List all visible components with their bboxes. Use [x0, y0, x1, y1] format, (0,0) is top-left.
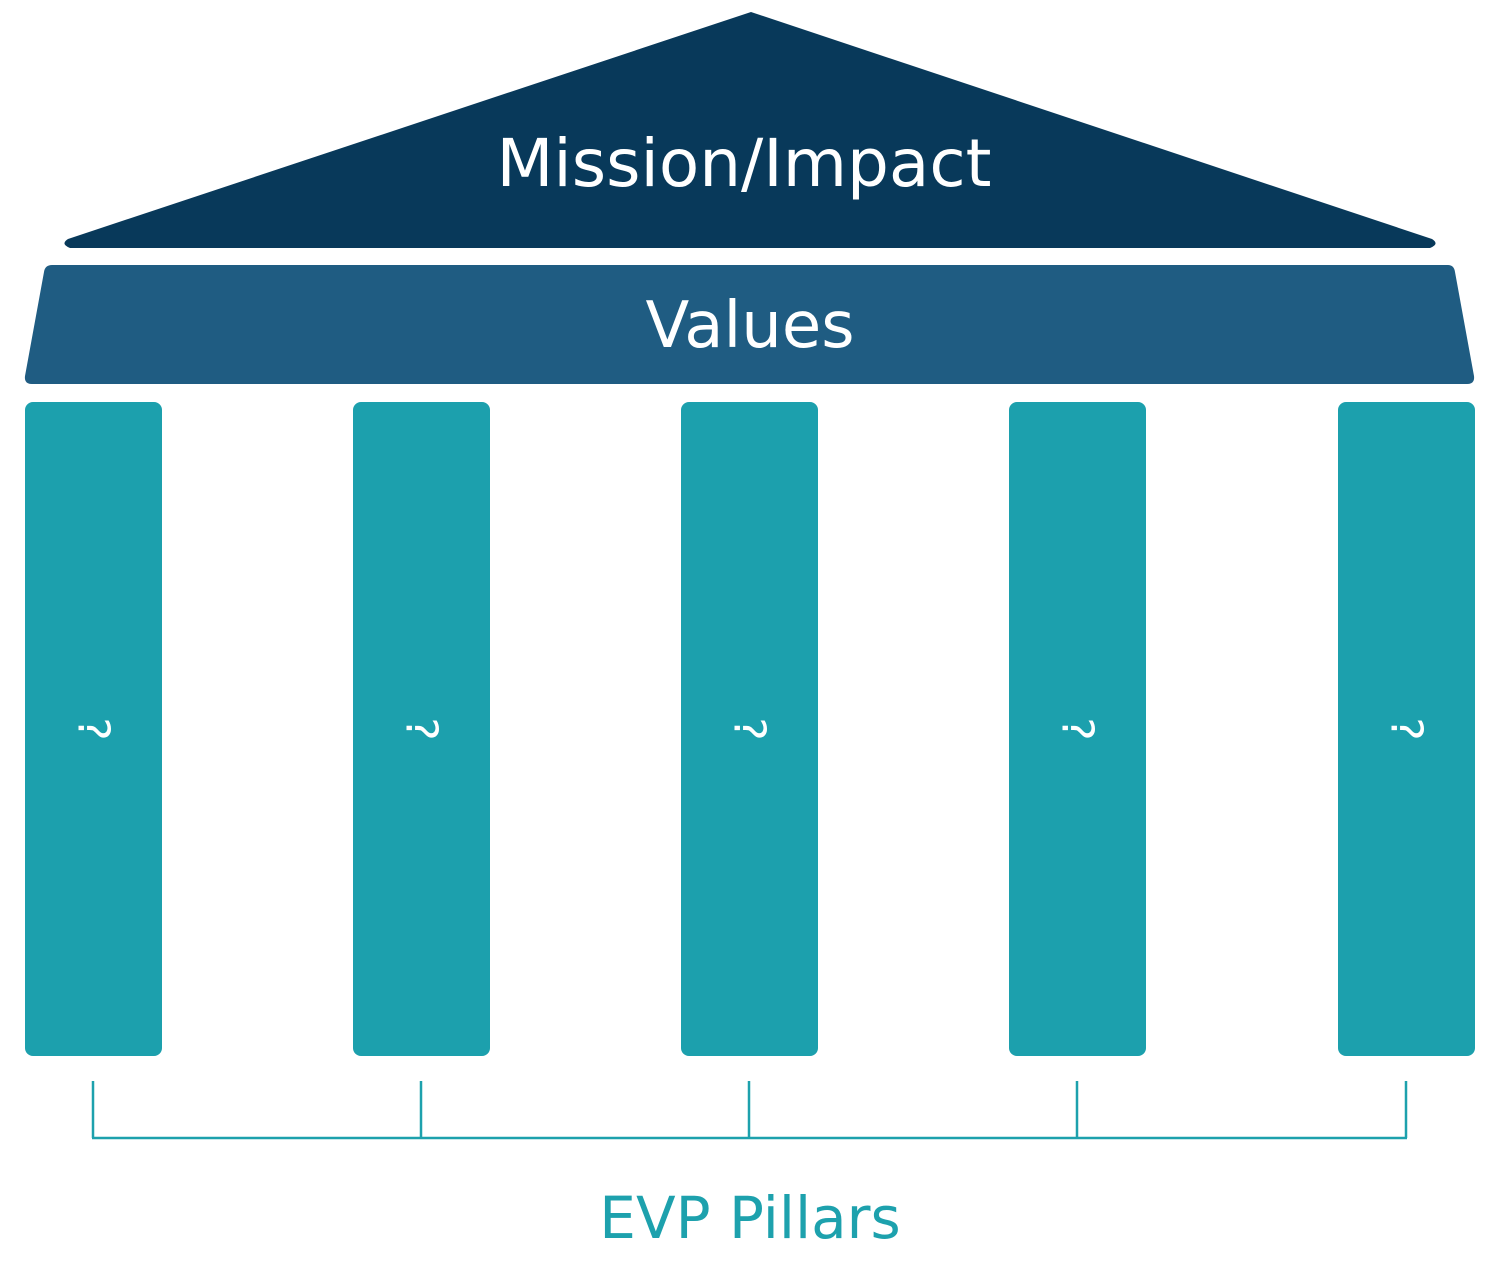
pillars: ? ? ? ? ? [25, 402, 1475, 1056]
pillar-label: ? [1052, 717, 1103, 740]
pillar: ? [25, 402, 162, 1056]
pillar-shape [681, 402, 818, 1056]
beam-shape [24, 265, 1475, 384]
roof: Mission/Impact [64, 12, 1436, 248]
pillar: ? [353, 402, 490, 1056]
pillar-shape [25, 402, 162, 1056]
pillar: ? [681, 402, 818, 1056]
pillar-label: ? [1381, 717, 1432, 740]
roof-label: Mission/Impact [496, 125, 991, 202]
roof-shape [64, 12, 1436, 248]
pillars-bracket [91, 1081, 1408, 1140]
beam-label: Values [645, 289, 854, 363]
pillar-shape [1009, 402, 1146, 1056]
pillar: ? [1009, 402, 1146, 1056]
diagram-caption: EVP Pillars [599, 1184, 900, 1252]
beam: Values [24, 265, 1475, 384]
pillar-shape [353, 402, 490, 1056]
pillar-shape [1338, 402, 1475, 1056]
pillar: ? [1338, 402, 1475, 1056]
pillar-label: ? [68, 717, 119, 740]
pillar-label: ? [396, 717, 447, 740]
pillar-label: ? [724, 717, 775, 740]
